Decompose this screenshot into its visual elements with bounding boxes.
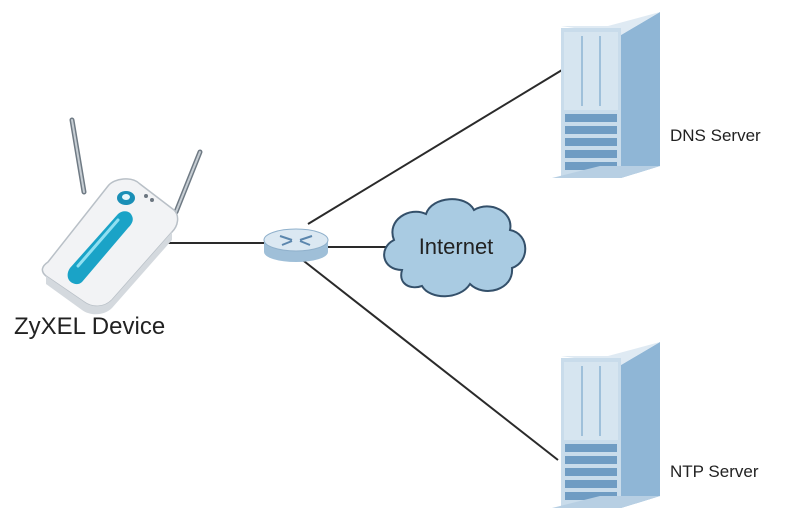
internet-label: Internet xyxy=(419,234,494,259)
internet-cloud-icon xyxy=(383,198,527,298)
ntp-server-label: NTP Server xyxy=(670,462,759,481)
zyxel-device-icon xyxy=(41,117,203,315)
link-router-to-dns-server xyxy=(307,69,563,225)
ntp-server-icon xyxy=(552,342,660,508)
link-router-to-ntp-server xyxy=(299,257,559,461)
dns-server-label: DNS Server xyxy=(670,126,761,145)
dns-server-icon xyxy=(552,12,660,178)
zyxel-device-label: ZyXEL Device xyxy=(14,313,165,340)
connections xyxy=(160,69,563,461)
router-icon xyxy=(263,228,329,262)
